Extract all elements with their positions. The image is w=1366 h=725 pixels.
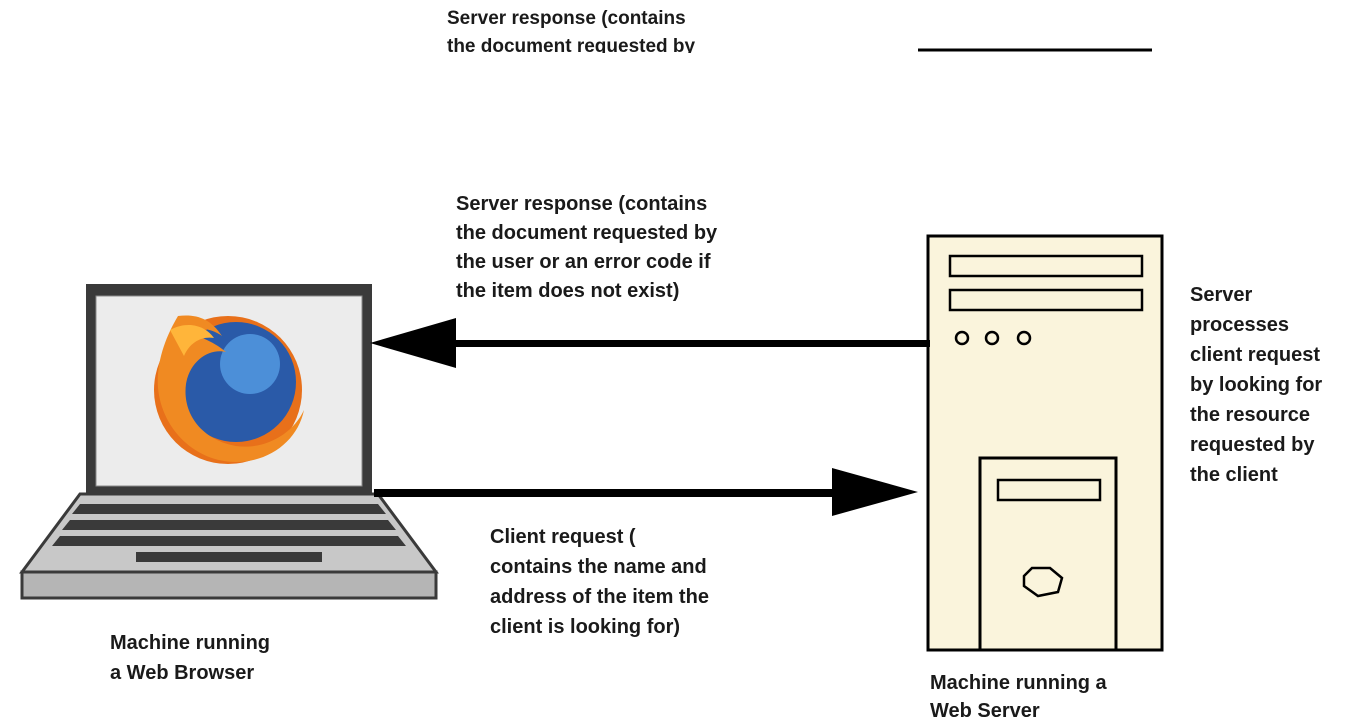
server-led <box>954 330 970 346</box>
response-arrow-icon <box>370 318 930 368</box>
keyboard-row <box>72 504 386 514</box>
text-line: a Web Browser <box>110 662 255 684</box>
server-led <box>1016 330 1032 346</box>
text-line: the document requested by <box>456 222 718 244</box>
text-line: requested by <box>1190 434 1315 456</box>
web-browser-machine-label: Machine running a Web Browser <box>110 628 270 688</box>
text-line: Web Server <box>930 700 1040 722</box>
laptop-base-edge <box>20 570 438 600</box>
text-line: Client request ( <box>490 526 636 548</box>
text-line: contains the name and <box>490 556 707 578</box>
text-line: Server <box>1190 284 1253 306</box>
client-request-description: Client request ( contains the name and a… <box>490 522 709 642</box>
text-line: the resource <box>1190 404 1311 426</box>
text-line: the user or an error code if <box>456 251 711 273</box>
keyboard-row <box>52 536 406 546</box>
web-server-machine-label: Machine running a Web Server <box>930 669 1107 725</box>
keyboard-row <box>62 520 396 530</box>
server-illustration <box>926 234 1164 652</box>
laptop-illustration <box>19 284 439 600</box>
text-line: Machine running a <box>930 672 1107 694</box>
drive-bay <box>948 254 1144 278</box>
server-response-description: Server response (contains the document r… <box>456 190 717 306</box>
firefox-logo-icon <box>154 315 304 464</box>
text-line: Machine running <box>110 632 270 654</box>
server-process-description: Server processes client request by looki… <box>1190 280 1322 490</box>
drive-bay <box>948 288 1144 312</box>
text-line: client request <box>1190 344 1321 366</box>
top-response-text-fragment: Server response (contains the document r… <box>447 5 695 53</box>
text-line: address of the item the <box>490 586 709 608</box>
door-slot <box>996 478 1102 502</box>
server-led <box>984 330 1000 346</box>
text-line: processes <box>1190 314 1289 336</box>
keyboard-spacebar <box>136 552 322 562</box>
text-line: Server response (contains <box>456 193 708 215</box>
text-line: the item does not exist) <box>456 280 680 302</box>
text-line: the document requested by <box>447 36 696 53</box>
power-button-icon <box>1022 566 1064 598</box>
text-line: by looking for <box>1190 374 1323 396</box>
text-line: the client <box>1190 464 1278 486</box>
text-line: client is looking for) <box>490 616 681 638</box>
request-arrow-icon <box>374 468 918 516</box>
text-line: Server response (contains <box>447 8 686 29</box>
